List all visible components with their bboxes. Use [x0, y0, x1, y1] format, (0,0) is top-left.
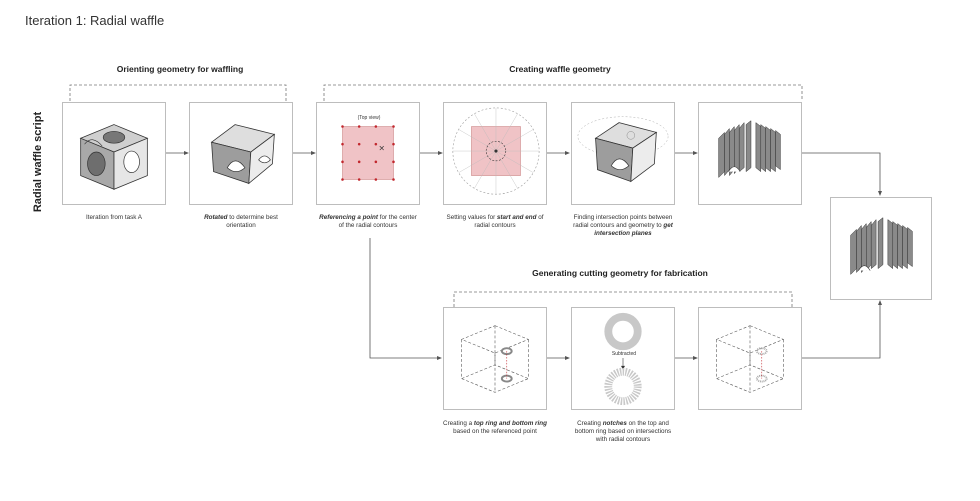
group-label-orienting: Orienting geometry for waffling — [116, 64, 244, 74]
caption-rotated: Rotated to determine best orientation — [204, 214, 278, 229]
radial-contours-illustration — [452, 107, 540, 195]
arrow-heads — [184, 151, 882, 360]
final-waffle-illustration — [850, 217, 913, 276]
caption-rings: Creating a top ring and bottom ring base… — [443, 420, 547, 435]
final-waffle-result — [830, 197, 932, 300]
waffle-slices-illustration — [718, 120, 781, 179]
step-referencing-point: (Top view) — [316, 102, 420, 205]
step-top-bottom-rings — [443, 307, 547, 410]
caption-referencing-point: Referencing a point for the center of th… — [319, 214, 417, 229]
step-notched-rings-in-cube — [698, 307, 802, 410]
group-label-creating: Creating waffle geometry — [509, 64, 611, 74]
group-label-cutting: Generating cutting geometry for fabricat… — [532, 268, 708, 278]
flow-arrows — [165, 152, 881, 359]
page-title: Iteration 1: Radial waffle — [25, 13, 165, 28]
notched-rings-cube-illustration — [715, 325, 785, 393]
step-radial-contours — [443, 102, 547, 205]
notched-ring-illustration — [604, 312, 642, 406]
step-iteration-from-task-a — [62, 102, 166, 205]
group-brackets — [69, 84, 803, 307]
rings-cube-illustration — [460, 325, 530, 393]
cube-iteration-illustration — [79, 124, 149, 190]
subtracted-label: Subtracted — [611, 351, 637, 357]
top-view-label: (Top view) — [357, 115, 381, 121]
caption-intersection-planes: Finding intersection points between radi… — [573, 214, 673, 237]
step-waffle-slices — [698, 102, 802, 205]
rotated-cube-illustration — [210, 124, 276, 185]
caption-iteration: Iteration from task A — [86, 214, 142, 221]
step-rotated — [189, 102, 293, 205]
step-intersection-planes — [571, 102, 675, 205]
point-grid-illustration — [341, 125, 395, 181]
caption-notches: Creating notches on the top and bottom r… — [574, 420, 672, 443]
intersection-illustration — [577, 116, 669, 183]
caption-radial-contours: Setting values for start and end of radi… — [446, 214, 544, 229]
step-notches: Subtracted — [571, 307, 675, 410]
